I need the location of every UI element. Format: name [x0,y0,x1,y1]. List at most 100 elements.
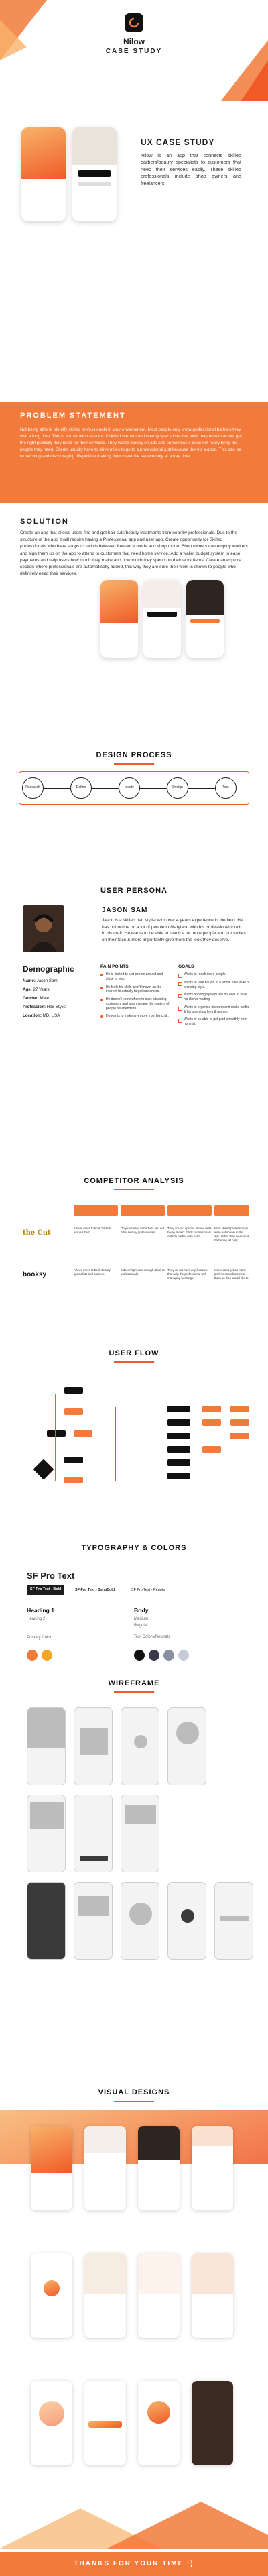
case-study-label: CASE STUDY [105,48,163,55]
pain-points-title: PAIN POINTS [100,964,129,969]
decorative-shape [0,0,47,60]
wireframe-screen [27,1795,66,1872]
wireframe-screen [168,1707,206,1785]
process-step: Test [215,777,237,799]
design-screen [31,2126,72,2210]
app-logo [125,13,143,32]
flow-node [64,1408,83,1415]
flow-connector [115,1407,116,1481]
design-screen [84,2126,126,2210]
heading-underline [114,1691,154,1693]
flow-decision [33,1459,54,1480]
flow-node [168,1419,190,1426]
decorative-shape [221,40,268,101]
wireframe-screen [27,1707,66,1785]
flow-node [230,1419,249,1426]
comparison-header [121,1205,165,1216]
pain-point: He feels his skills aren't known on the … [100,985,171,995]
heading-underline [114,1189,154,1190]
comparison-cell: Allows users to book barbers around them… [74,1227,112,1234]
persona-section: USER PERSONA JASON SAM Jason is a skille… [0,879,268,1100]
goal-item: Wants to organise his work and make prof… [178,1005,251,1015]
secondary-color-label: Text Colors/Neutrals [134,1634,171,1639]
process-heading: DESIGN PROCESS [96,751,172,759]
flow-node [74,1430,92,1437]
color-swatch [149,1650,159,1661]
design-screen [192,2381,233,2465]
design-screen [138,2126,180,2210]
font-sample-label: SF Pro Text - SemiBold [75,1588,115,1592]
persona-bio: Jason is a skilled hair stylist with ove… [102,918,246,942]
phone-mockup [72,127,117,221]
design-screen [192,2253,233,2338]
hero-section: Nilow CASE STUDY [0,0,268,101]
design-screen [84,2253,126,2338]
wireframe-screen [121,1707,159,1785]
heading-underline [114,763,154,765]
wireframe-heading: WIREFRAME [108,1679,160,1687]
app-name: Nilow [123,37,145,46]
design-screen [31,2253,72,2338]
problem-body: Not being able to identify skilled profe… [20,427,242,459]
flow-node [202,1406,221,1412]
flow-connector [55,1394,56,1481]
comparison-cell: Users can't get as many professionals fr… [214,1268,249,1280]
demographic-item: Gender: Male [23,996,49,1001]
wireframe-screen [168,1882,206,1960]
goal-item: Wants to reach more people. [178,972,251,978]
color-swatch [42,1650,52,1661]
process-step: Design [167,777,188,799]
goals-title: GOALS [178,964,194,969]
phone-mockup [21,127,66,221]
flow-node [168,1433,190,1439]
flow-node [168,1473,190,1479]
demographic-item: Name: Jason Sam [23,978,58,983]
flow-node [202,1446,221,1453]
process-step: Research [22,777,44,799]
flow-heading: USER FLOW [109,1349,159,1357]
process-section: DESIGN PROCESS Research Define Ideate De… [0,743,268,824]
flow-node [47,1430,66,1437]
process-row: Research Define Ideate Design Test [19,771,249,805]
wireframe-screen [214,1882,253,1960]
flow-node [168,1406,190,1412]
phone-mockup [186,580,224,658]
body-sample: Body [134,1607,149,1614]
process-step: Define [70,777,92,799]
color-swatch [134,1650,145,1661]
thanks-footer: THANKS FOR YOUR TIME :) [0,2552,268,2576]
wireframe-screen [27,1882,66,1960]
flow-node [202,1419,221,1426]
comparison-cell: It doesn't provide enough detail to prof… [121,1268,165,1276]
goal-item: Wants booking system like his own to sav… [178,993,251,1002]
heading-sample: Heading 1 [27,1607,55,1614]
wireframe-screen [74,1882,113,1960]
flow-node [168,1459,190,1466]
solution-section: SOLUTION Create an app that allows users… [0,510,268,697]
comparison-cell: They are too specific in their skills be… [168,1227,212,1238]
pain-point: He is limited to just people around and … [100,972,171,982]
decorative-shape [0,2502,268,2549]
typography-heading: TYPOGRAPHY & COLORS [81,1544,187,1552]
design-screen [192,2126,233,2210]
ux-heading: UX CASE STUDY [141,137,215,147]
comparison-cell: Only restricted to barbers and not other… [121,1227,165,1234]
competitor-section: COMPETITOR ANALYSIS the Cut Allows users… [0,1170,268,1345]
process-step: Ideate [119,777,140,799]
flow-node [230,1433,249,1439]
goal-item: Wants to take his job to a whole new lev… [178,981,251,990]
color-swatch [178,1650,189,1661]
demographic-list: Name: Jason Sam Age: 27 Years Gender: Ma… [23,976,66,1020]
wireframe-screen [121,1882,159,1960]
demographic-item: Profession: Hair Stylist [23,1005,67,1010]
heading-styles: Heading 1 Heading 2 Primary Color [27,1606,54,1641]
comparison-header [214,1205,249,1216]
font-sample-label: SF Pro Text - Regular [131,1588,166,1592]
competitor-brand: the Cut [23,1229,51,1237]
solution-heading: SOLUTION [20,518,69,526]
primary-color-label: Primary Color [27,1635,52,1640]
wireframe-screen [74,1707,113,1785]
phone-mockup [143,580,181,658]
thanks-text: THANKS FOR YOUR TIME :) [74,2560,194,2567]
heading-sub-sample: Heading 2 [27,1616,46,1621]
